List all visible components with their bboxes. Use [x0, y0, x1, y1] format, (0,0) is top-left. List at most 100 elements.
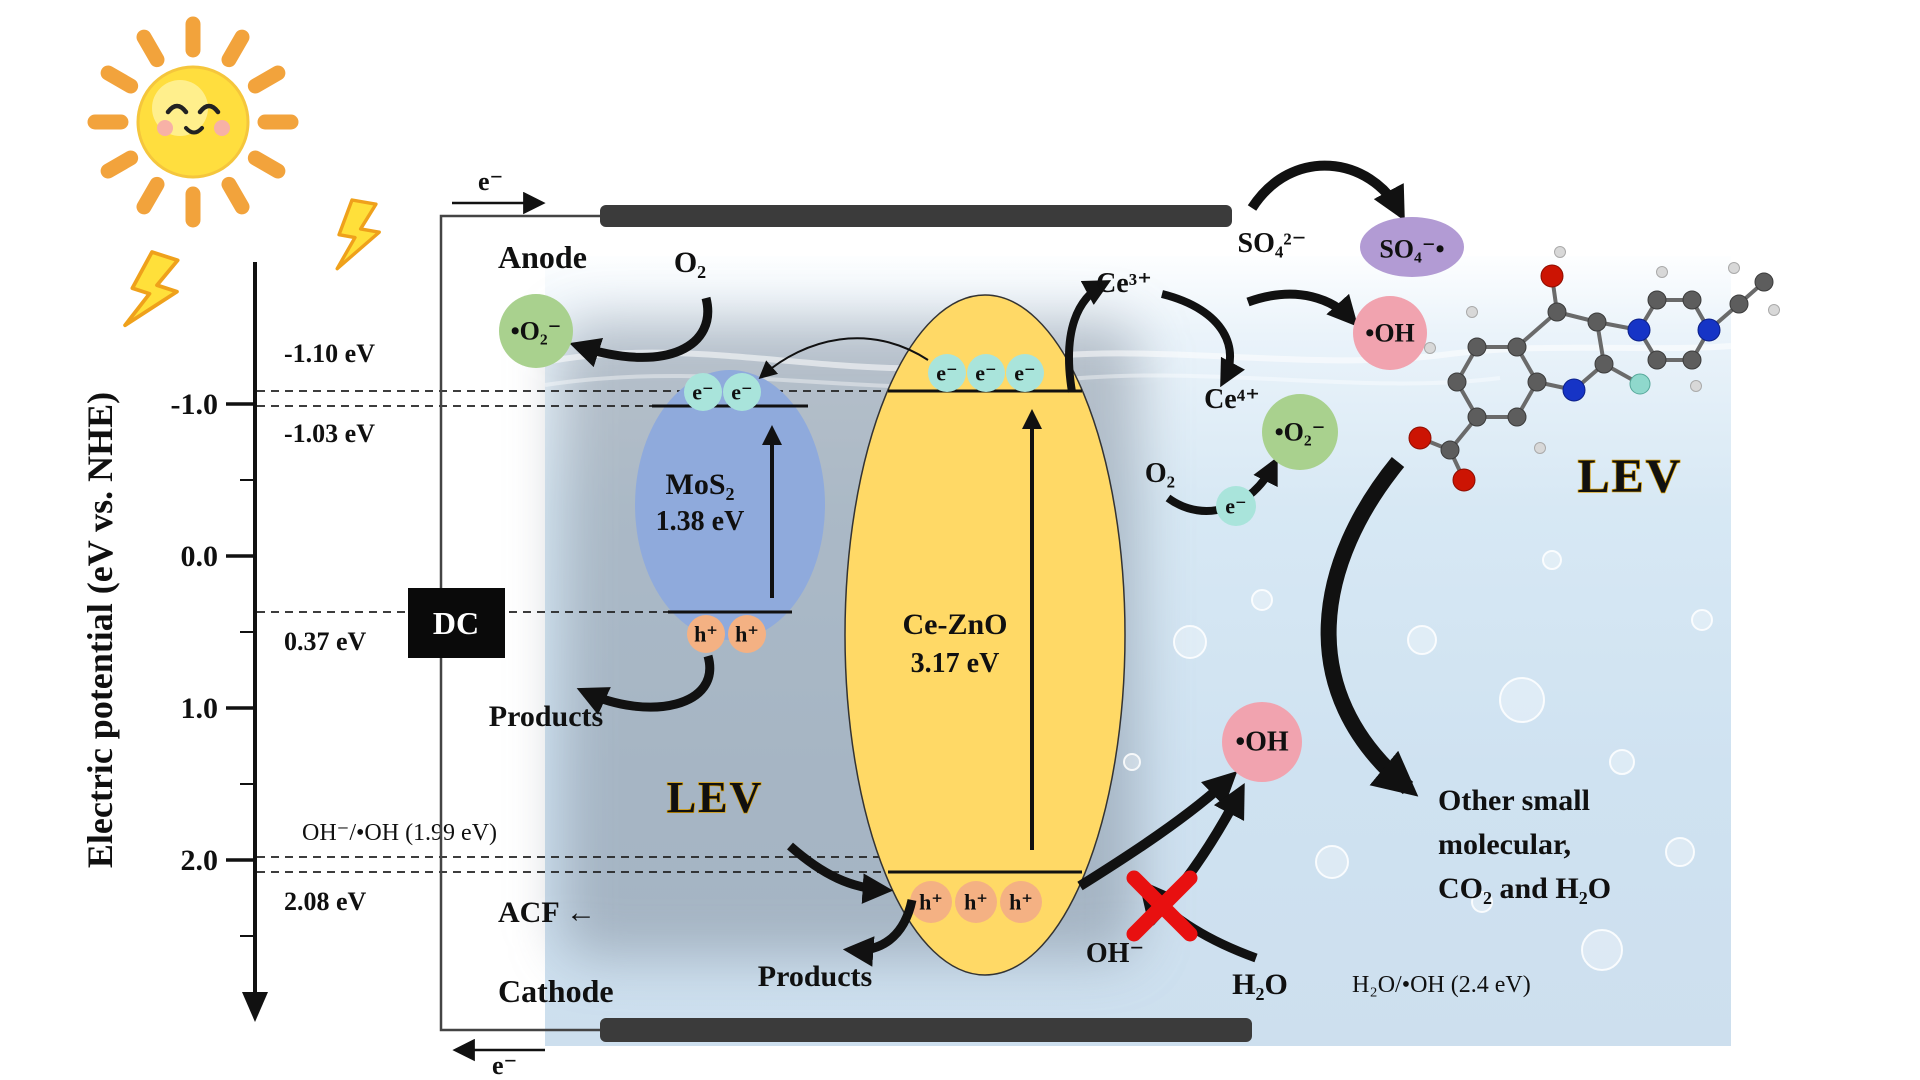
hole-circle: [910, 881, 952, 923]
potential-axis: -1.0 0.0 1.0 2.0 Electric potential (eV …: [80, 262, 268, 1022]
dc-label: DC: [433, 605, 479, 641]
sulfate-label: SO₄²⁻: [1238, 228, 1307, 259]
hole-label: h⁺: [964, 890, 988, 915]
arrow-o2-to-superoxide-anode: [569, 296, 713, 368]
lev-molecule-fluorine: [1629, 373, 1651, 395]
bubble: [1542, 550, 1562, 570]
electron-circle: [928, 354, 966, 392]
electron-circle: [723, 373, 761, 411]
level-label-oh-couple: OH⁻/•OH (1.99 eV): [302, 820, 497, 846]
electron-right-circle: [1216, 486, 1256, 526]
mos2-particle: MoS₂ 1.38 eV: [635, 370, 825, 640]
superoxide-anode-circle: [499, 294, 573, 368]
arrow-ce3-to-ce4: [1161, 290, 1245, 388]
hole-circle: [955, 881, 997, 923]
lightning-icons: [123, 198, 381, 328]
mos2-ellipse: [635, 370, 825, 640]
mos2-name: MoS₂: [666, 468, 735, 501]
water-couple-label: H₂O/•OH (2.4 eV): [1352, 972, 1531, 998]
hole-circle: [687, 615, 725, 653]
lev-top-label: LEV: [1578, 450, 1683, 503]
bubble: [1691, 609, 1713, 631]
hole-label: h⁺: [1009, 890, 1033, 915]
sun-eye-right: [197, 103, 221, 115]
carrier-circles: e⁻ e⁻ h⁺ h⁺ e⁻ e⁻ e⁻ h⁺ h⁺ h⁺: [684, 354, 1044, 923]
hole-label: h⁺: [919, 890, 943, 915]
bubble: [1173, 625, 1207, 659]
electron-circle: [684, 373, 722, 411]
electron-label: e⁻: [936, 361, 957, 386]
hydroxyl-top-circle: [1353, 296, 1427, 370]
sun-icon: [87, 16, 299, 228]
hydroxyl-mid-label: •OH: [1235, 727, 1289, 758]
ce-zno-particle: Ce-ZnO 3.17 eV: [844, 294, 1126, 976]
bubbles: [1123, 550, 1713, 971]
arrow-holes-to-products-left: [576, 654, 715, 715]
degradation-line3: CO₂ and H₂O: [1438, 872, 1611, 905]
wave-line: [544, 343, 1732, 372]
electron-label: e⁻: [731, 380, 752, 405]
superoxide-right-circle: [1262, 394, 1338, 470]
electron-circle: [1006, 354, 1044, 392]
lev-bottom-label: LEV: [667, 773, 763, 822]
hydroxide-label: OH⁻: [1086, 938, 1144, 969]
cathode-electrode: [600, 1018, 1252, 1042]
electron-bottom-label: e⁻: [492, 1051, 517, 1080]
hole-label: h⁺: [694, 622, 718, 647]
anode-electrode: [600, 205, 1232, 227]
ce-zno-name: Ce-ZnO: [903, 608, 1008, 641]
blocked-cross-icon: [1126, 870, 1198, 942]
arrow-lev-degradation: [1320, 456, 1419, 797]
bubble: [1499, 677, 1545, 723]
species: O₂ •O₂⁻ Ce³⁺ Ce⁴⁺ SO₄²⁻ SO₄⁻• •OH •O₂⁻ O…: [499, 217, 1531, 1001]
bubble: [1471, 891, 1493, 913]
bubble: [1123, 753, 1141, 771]
electron-circle: [967, 354, 1005, 392]
electron-label: e⁻: [692, 380, 713, 405]
ce-zno-gap: 3.17 eV: [911, 648, 1000, 679]
cathode-label: Cathode: [498, 973, 614, 1009]
bubble: [1581, 929, 1623, 971]
bubble: [1665, 837, 1695, 867]
axis-title: Electric potential (eV vs. NHE): [80, 392, 120, 868]
products-left-label: Products: [489, 700, 603, 733]
energy-level-dashes: [257, 390, 1090, 873]
arrow-vb-to-products-bottom: [842, 898, 917, 967]
lev-molecule-nitrogens: [1562, 318, 1721, 402]
hydroxyl-mid-circle: [1222, 702, 1302, 782]
lightning-bolt: [335, 198, 381, 271]
bubble: [1407, 625, 1437, 655]
o2-right-label: O₂: [1145, 458, 1175, 489]
dc-power-box: [408, 588, 505, 658]
hole-label: h⁺: [735, 622, 759, 647]
axis-tick-label: 0.0: [181, 540, 219, 573]
lev-molecule: [1408, 246, 1780, 492]
mos2-gap: 1.38 eV: [656, 506, 745, 537]
sun-cheek-right: [214, 120, 230, 136]
axis-tick-label: -1.0: [171, 388, 219, 421]
level-label-ce-zno-cb: -1.10 eV: [284, 339, 375, 368]
level-label-mos2-vb: 0.37 eV: [284, 627, 367, 656]
arrow-lev-to-vb: [787, 842, 894, 904]
level-label-mos2-cb: -1.03 eV: [284, 419, 375, 448]
axis-minor-ticks: [240, 479, 256, 937]
hole-circle: [1000, 881, 1042, 923]
axis-tick-label: 1.0: [181, 692, 219, 725]
sun-rays: [87, 16, 299, 228]
lev-molecule-oxygens: [1408, 264, 1564, 492]
bubble: [1609, 749, 1635, 775]
acf-label: ACF ←: [498, 896, 596, 929]
arrow-sulfate-to-sulfate-radical: [1247, 160, 1405, 221]
degradation-products-text: Other small molecular, CO₂ and H₂O: [1438, 784, 1611, 905]
lev-molecule-hydrogens: [1424, 246, 1780, 454]
axis-major-ticks: [226, 402, 256, 862]
cross-line: [1126, 870, 1198, 942]
circuit: e⁻ e⁻ DC Anode Cathode ACF ←: [408, 167, 1252, 1080]
degradation-line1: Other small: [1438, 784, 1590, 817]
ce3-label: Ce³⁺: [1096, 268, 1152, 299]
axis-tick-label: 2.0: [181, 844, 219, 877]
hydroxyl-top-label: •OH: [1365, 319, 1415, 348]
arrow-cb-to-ce3: [1065, 280, 1112, 393]
